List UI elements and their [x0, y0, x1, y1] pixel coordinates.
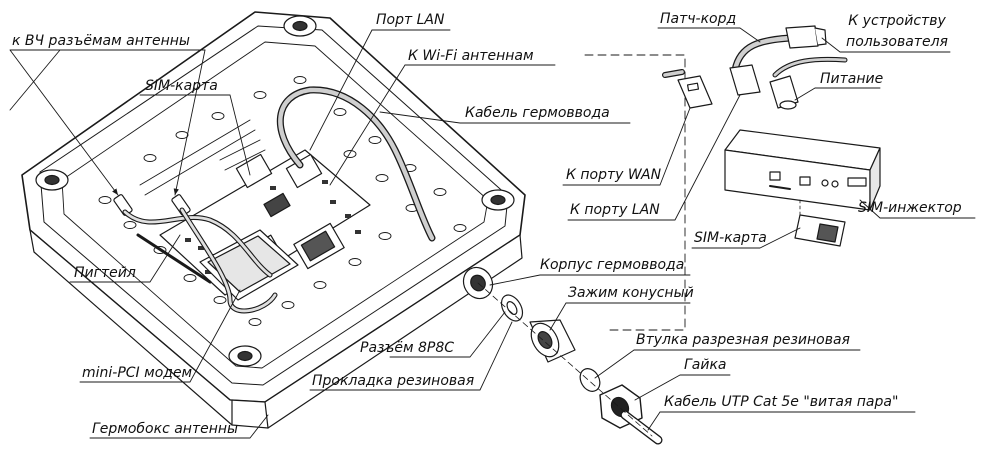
cable-gland-assembly	[462, 266, 663, 445]
label-gland-body: Корпус гермоввода	[540, 257, 685, 273]
label-to-user-device-line1: К устройству	[848, 13, 946, 29]
label-antenna-enclosure: Гермобокс антенны	[92, 421, 239, 437]
label-sim-card-left: SIM-карта	[145, 78, 218, 94]
label-lan-port: Порт LAN	[376, 12, 445, 28]
label-minipci-modem: mini-PCI модем	[82, 365, 193, 381]
label-to-wan-port: К порту WAN	[566, 167, 662, 183]
label-rf-connectors: к ВЧ разъёмам антенны	[12, 33, 190, 49]
label-to-lan-port: К порту LAN	[570, 202, 660, 218]
label-utp-cable: Кабель UTP Cat 5e "витая пара"	[664, 394, 899, 410]
label-gland-cable: Кабель гермоввода	[465, 105, 610, 121]
label-to-user-device-line2: пользователя	[846, 34, 948, 50]
label-patch-cord: Патч-корд	[660, 11, 737, 27]
label-sim-injector: SIM-инжектор	[858, 200, 962, 216]
label-sim-card-right: SIM-карта	[694, 230, 767, 246]
label-rj45-connector: Разъём 8P8C	[360, 340, 455, 356]
label-cone-clamp: Зажим конусный	[568, 285, 694, 301]
label-split-rubber-bushing: Втулка разрезная резиновая	[636, 332, 850, 348]
sim-injector	[724, 129, 881, 247]
patch-cord-and-plugs	[584, 25, 848, 331]
label-to-wifi-antennas: К Wi-Fi антеннам	[408, 48, 534, 64]
label-rubber-gasket: Прокладка резиновая	[312, 373, 475, 389]
label-nut: Гайка	[684, 357, 727, 373]
label-pigtail: Пигтейл	[74, 265, 136, 281]
leader-lines	[9, 27, 976, 439]
label-power: Питание	[820, 71, 884, 87]
